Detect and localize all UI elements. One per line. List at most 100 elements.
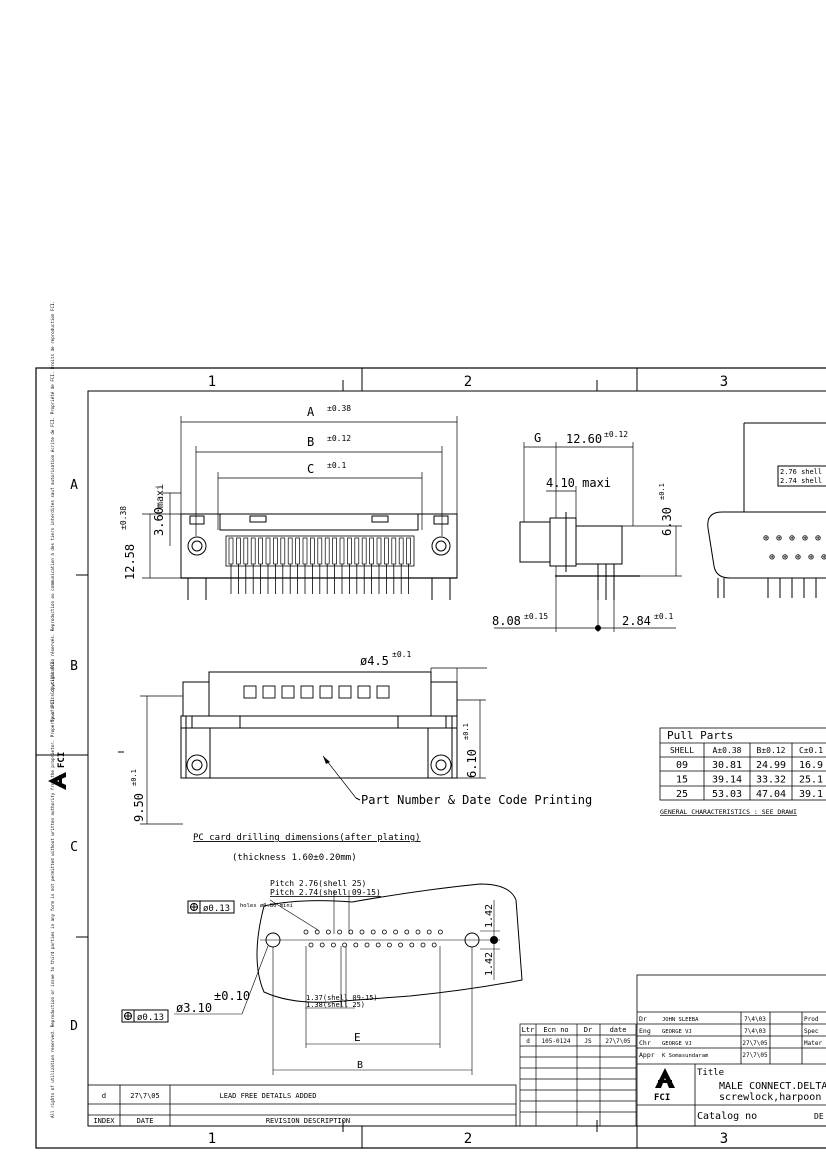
front-view-pin (324, 537, 330, 565)
approval-date: 7\4\03 (744, 1016, 766, 1023)
approval-role: Appr (639, 1051, 655, 1059)
drill-hole-bottom-row (353, 942, 359, 948)
dim-950: 9.50 (132, 793, 146, 822)
drill-hole-top-row (303, 929, 309, 935)
title-block-logo-text: FCI (654, 1093, 670, 1103)
front-view-dimensions (142, 416, 458, 579)
drill-hole-bottom-row (409, 942, 415, 948)
title-line-1: MALE CONNECT.DELTA (719, 1081, 826, 1092)
front-view-pin (265, 537, 271, 565)
revision-block-header: Ecn no (543, 1026, 568, 1034)
parts-table-cell: 39.1 (799, 789, 823, 800)
row-label-c: C (70, 840, 78, 855)
parts-table-footnote: GENERAL CHARACTERISTICS : SEE DRAWI (660, 808, 797, 816)
dim-610-tol: ±0.1 (462, 723, 470, 740)
revision-block-cell: 105-0124 (542, 1038, 571, 1045)
parts-table-cell: 30.81 (712, 760, 742, 771)
revision-index: d (102, 1092, 106, 1100)
parts-table-header: A±0.38 (713, 746, 742, 755)
right-view-note-2: 2.74 shell (780, 477, 822, 485)
drilling-dimensions (174, 890, 500, 1075)
parts-table-header: B±0.12 (757, 746, 786, 755)
dim-e-label: E (354, 1031, 361, 1044)
revision-history-table (87, 1084, 517, 1127)
right-view-pin-marker: ⊕ (776, 533, 782, 544)
drill-hole-top-row (325, 929, 331, 935)
dim-137: 1.37(shell 09-15) (306, 994, 378, 1002)
title-label: Title (697, 1068, 724, 1078)
parts-table-cell: 47.04 (756, 789, 786, 800)
right-view-pin-marker: ⊕ (795, 552, 801, 563)
side-note-top: Tous droits d'utilisation réservés. Repr… (50, 301, 55, 722)
approval-name: GEORGE VJ (662, 1041, 692, 1047)
front-view-pins (225, 535, 415, 567)
parts-table-cell: 25 (676, 789, 688, 800)
pitch-note-2: Pitch 2.74(shell 09-15) (270, 888, 381, 897)
drill-hole-top-row (337, 929, 343, 935)
dim-610: 6.10 (465, 749, 479, 778)
dim-630-tol: ±0.1 (658, 483, 666, 500)
revision-date: 27\7\05 (130, 1092, 160, 1100)
front-view-pin (354, 537, 360, 565)
parts-table-cell: 15 (676, 775, 688, 786)
revision-description: LEAD FREE DETAILS ADDED (220, 1092, 317, 1100)
drill-hole-bottom-row (398, 942, 404, 948)
pitch-note-1: Pitch 2.76(shell 25) (270, 879, 366, 888)
dim-360-maxi: maxi (155, 484, 166, 508)
parts-table-cell: 24.99 (756, 760, 786, 771)
fci-logo-title-block (655, 1068, 675, 1088)
parts-table (659, 727, 826, 801)
drill-hole-bottom-row (342, 942, 348, 948)
top-view-slot (319, 685, 333, 699)
dim-360: 3.60 (152, 507, 166, 536)
drill-hole-top-row (404, 929, 410, 935)
callout-leader (355, 797, 361, 801)
tolerance-box-2-value: ø0.13 (137, 1013, 164, 1023)
dim-284-tol: ±0.1 (654, 612, 673, 621)
right-view-pin-group: ⊕⊕⊕⊕⊕⊕⊕⊕⊕⊕ (763, 533, 826, 563)
part-number-callout: Part Number & Date Code Printing (361, 793, 592, 807)
column-label-2: 2 (464, 374, 472, 390)
dim-a-label: A (307, 405, 315, 419)
approval-name: GEORGE VJ (662, 1029, 692, 1035)
dim-310: ø3.10 (176, 1001, 212, 1015)
front-view-pin (302, 537, 308, 565)
revision-block-header: Dr (584, 1026, 592, 1034)
dim-138: 1.38(shell 25) (306, 1001, 365, 1009)
fci-logo-side: FCI (48, 752, 67, 790)
revision-block-cell: JS (584, 1038, 592, 1045)
revision-block-header: date (610, 1026, 627, 1034)
front-view-pin (287, 537, 293, 565)
drill-hole-bottom-row (308, 942, 314, 948)
dim-1260: 12.60 (566, 432, 602, 446)
front-view-pin (258, 537, 263, 565)
side-note-bottom: All rights of utilization reserved. Repr… (50, 659, 55, 1118)
dim-b-tol: ±0.12 (327, 434, 351, 443)
catalog-suffix: DE (814, 1112, 824, 1121)
front-view-pin (332, 537, 337, 565)
drill-hole-top-row (393, 929, 399, 935)
dim-284: 2.84 (622, 614, 651, 628)
front-view-pin (339, 537, 345, 565)
drill-hole-bottom-row (386, 942, 392, 948)
row-label-a: A (70, 478, 78, 493)
revision-header-description: REVISION DESCRIPTION (266, 1117, 350, 1125)
top-view-slot (338, 685, 352, 699)
dim-b-drill-label: B (357, 1060, 363, 1071)
front-view-pin (347, 537, 352, 565)
dim-dia-45-tol: ±0.1 (392, 650, 411, 659)
approval-date: 7\4\03 (744, 1028, 766, 1035)
drill-hole-bottom-row (364, 942, 370, 948)
parts-table-cell: 09 (676, 760, 688, 771)
parts-table-title: Pull Parts (667, 729, 733, 742)
dim-c-label: C (307, 462, 314, 476)
front-view-pin (228, 537, 234, 565)
column-label-3: 3 (720, 374, 728, 390)
drill-hole-bottom-row (330, 942, 336, 948)
front-view-pin (391, 537, 397, 565)
dim-142-top: 1.42 (484, 904, 495, 928)
parts-table-cell: 39.14 (712, 775, 742, 786)
side-logo-text: FCI (57, 752, 67, 768)
